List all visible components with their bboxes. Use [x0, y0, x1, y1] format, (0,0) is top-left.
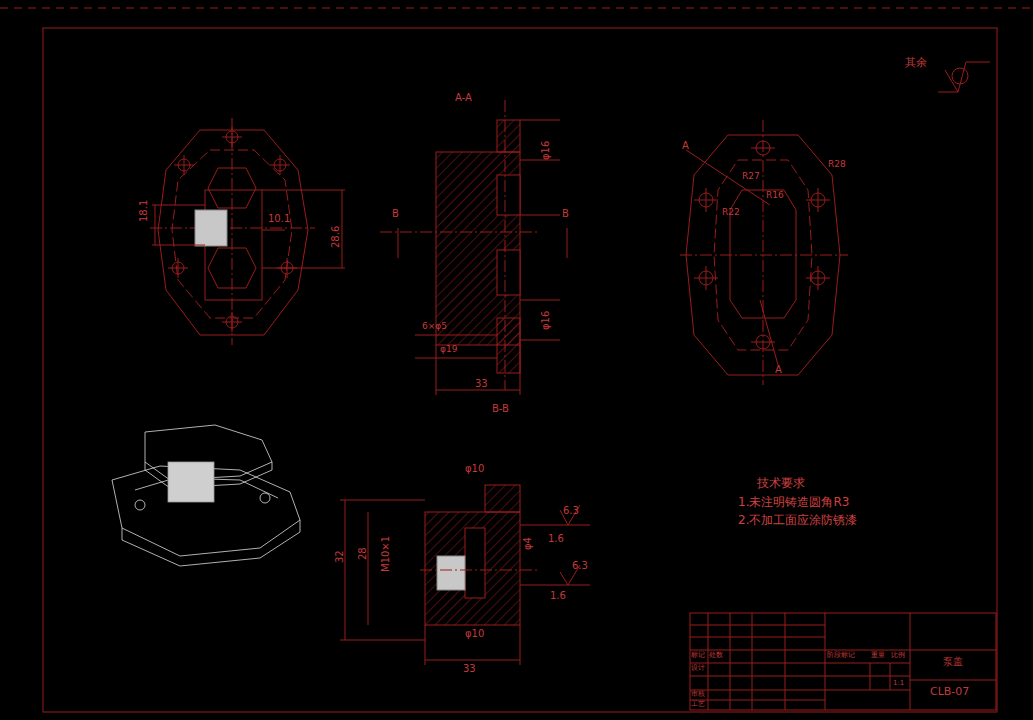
dimension-text: R16	[766, 191, 784, 201]
dimension-text: 其余	[905, 57, 927, 69]
title-block-text: 设计	[691, 665, 705, 673]
trim-line	[0, 8, 1033, 9]
isometric-view	[112, 425, 300, 566]
front-view	[150, 118, 345, 345]
dimension-text: B	[562, 208, 569, 219]
dimension-text: 32	[334, 550, 345, 563]
title-block-text: 审核	[691, 691, 705, 699]
title-block-text: 标记	[691, 652, 705, 660]
dimension-text: B-B	[492, 403, 509, 414]
title-block-text: CLB-07	[930, 686, 969, 698]
title-block-text: 阶段标记	[827, 652, 855, 660]
section-a-a	[380, 100, 567, 395]
dimension-text: φ4	[522, 537, 533, 550]
dimension-text: φ10	[465, 463, 484, 474]
title-block	[690, 613, 996, 710]
technical-note: 2.不加工面应涂防锈漆	[738, 514, 857, 527]
dimension-text: 33	[475, 378, 488, 389]
dimension-text: φ10	[465, 628, 484, 639]
title-block-text: 重量	[871, 652, 885, 660]
dimension-text: 18.1	[138, 200, 149, 222]
title-block-text: 工艺	[691, 701, 705, 709]
section-b-b	[340, 485, 590, 665]
dimension-text: 6.3	[572, 560, 588, 571]
title-block-text: 1:1	[893, 680, 904, 688]
dimension-text: 10.1	[268, 213, 290, 224]
dimension-text: 6×φ5	[422, 322, 447, 332]
dimension-text: 1.6	[550, 590, 566, 601]
sheet-border	[43, 28, 997, 712]
dimension-text: R27	[742, 172, 760, 182]
dimension-text: A-A	[455, 92, 472, 103]
dimension-text: 28.6	[330, 226, 341, 248]
dimension-text: R28	[828, 160, 846, 170]
roughness-symbol	[938, 62, 990, 92]
dimension-text: A	[775, 364, 782, 375]
dimension-text: φ16	[540, 141, 551, 160]
title-block-text: 泵盖	[943, 656, 963, 667]
dimension-text: M10×1	[380, 536, 391, 572]
dimension-text: φ16	[540, 311, 551, 330]
dimension-text: B	[392, 208, 399, 219]
dimension-text: R22	[722, 208, 740, 218]
dimension-text: 28	[357, 547, 368, 560]
dimension-text: 6.3	[563, 505, 579, 516]
title-block-text: 比例	[891, 652, 905, 660]
title-block-text: 处数	[709, 652, 723, 660]
dimension-text: A	[682, 140, 689, 151]
dimension-text: 33	[463, 663, 476, 674]
dimension-text: φ19	[440, 345, 457, 355]
technical-note: 技术要求	[757, 477, 805, 490]
dimension-text: 1.6	[548, 533, 564, 544]
rear-view	[680, 120, 848, 385]
technical-note: 1.未注明铸造圆角R3	[738, 496, 849, 509]
